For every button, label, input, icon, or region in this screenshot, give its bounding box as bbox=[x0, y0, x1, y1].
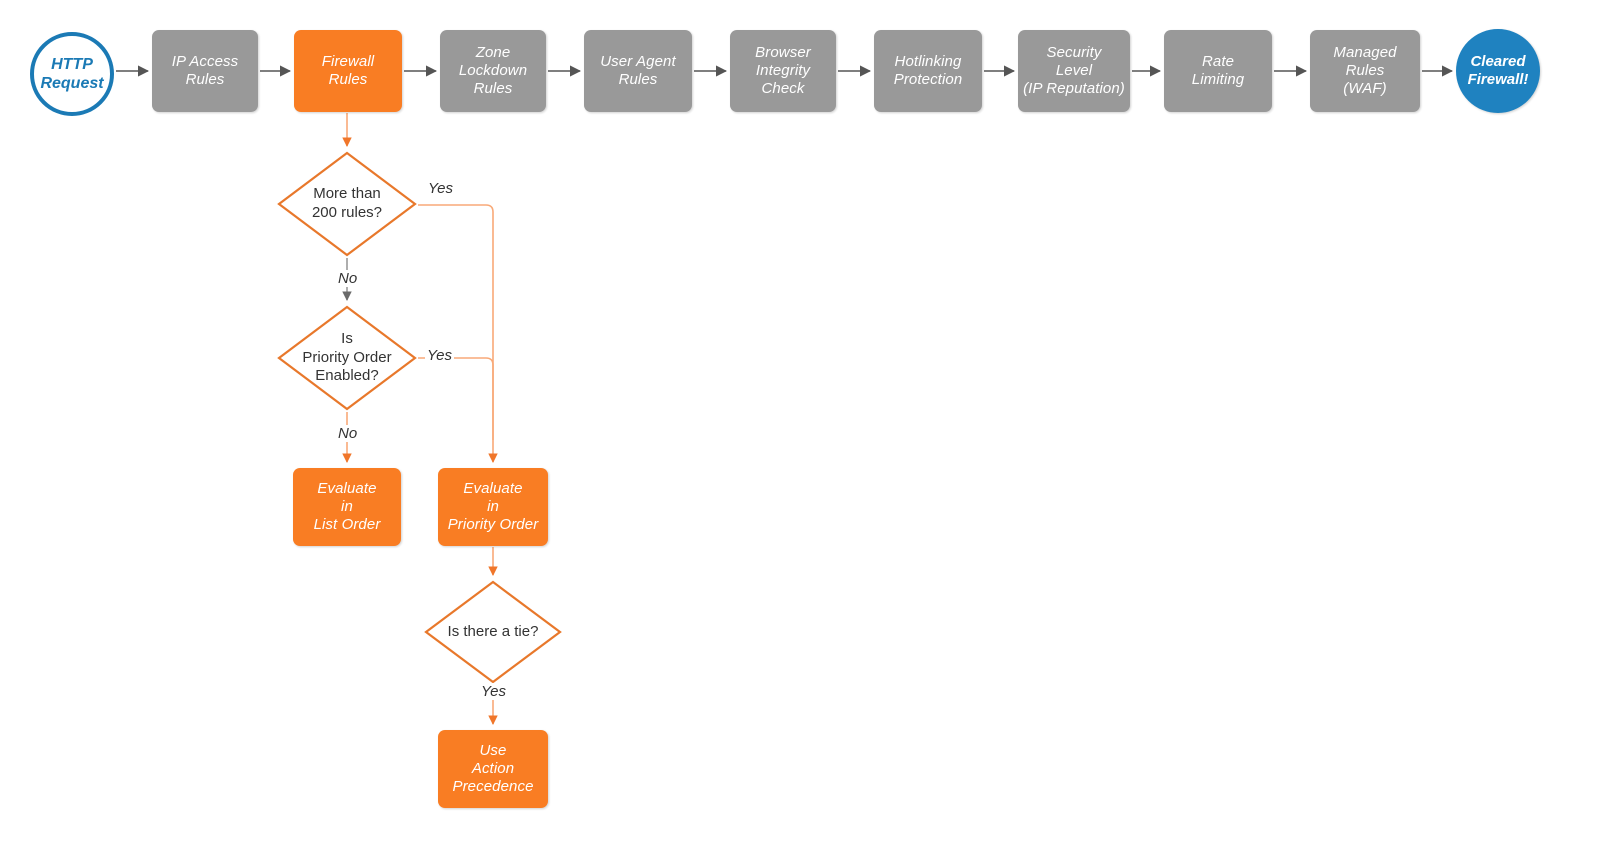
decision-is-there-a-tie[interactable]: Is there a tie? bbox=[424, 580, 562, 684]
node-cleared-firewall[interactable]: Cleared Firewall! bbox=[1456, 29, 1540, 113]
edge-200rules-yes-to-priorityorder-box bbox=[418, 204, 498, 463]
node-evaluate-in-priority-order[interactable]: Evaluate in Priority Order bbox=[438, 468, 548, 546]
node-http-request[interactable]: HTTP Request bbox=[30, 32, 114, 116]
node-evaluate-in-list-order-label: Evaluate in List Order bbox=[313, 479, 381, 534]
decision-more-than-200-rules[interactable]: More than 200 rules? bbox=[277, 151, 417, 257]
node-zone-lockdown-rules[interactable]: Zone Lockdown Rules bbox=[440, 30, 546, 112]
node-use-action-precedence[interactable]: Use Action Precedence bbox=[438, 730, 548, 808]
node-security-level[interactable]: Security Level (IP Reputation) bbox=[1018, 30, 1130, 112]
node-hotlinking-protection-label: Hotlinking Protection bbox=[893, 52, 963, 88]
edge-label-yes-is-there-a-tie: Yes bbox=[479, 683, 509, 700]
node-firewall-rules[interactable]: Firewall Rules bbox=[294, 30, 402, 112]
node-managed-rules-waf-label: Managed Rules (WAF) bbox=[1333, 43, 1397, 98]
node-browser-integrity-check-label: Browser Integrity Check bbox=[755, 43, 811, 98]
node-hotlinking-protection[interactable]: Hotlinking Protection bbox=[874, 30, 982, 112]
node-cleared-firewall-label: Cleared Firewall! bbox=[1467, 53, 1529, 88]
edge-priorityorder-yes-to-priorityorder-box bbox=[418, 357, 494, 440]
node-rate-limiting-label: Rate Limiting bbox=[1191, 52, 1245, 88]
edge-label-yes-priority-order: Yes bbox=[425, 347, 455, 364]
diamond-shape-icon bbox=[424, 580, 562, 684]
node-evaluate-in-priority-order-label: Evaluate in Priority Order bbox=[447, 479, 539, 534]
node-user-agent-rules[interactable]: User Agent Rules bbox=[584, 30, 692, 112]
node-firewall-rules-label: Firewall Rules bbox=[321, 52, 375, 88]
node-zone-lockdown-rules-label: Zone Lockdown Rules bbox=[458, 43, 528, 98]
node-managed-rules-waf[interactable]: Managed Rules (WAF) bbox=[1310, 30, 1420, 112]
decision-is-priority-order-enabled-label: Is Priority Order Enabled? bbox=[302, 329, 392, 385]
decision-more-than-200-rules-label: More than 200 rules? bbox=[311, 185, 383, 221]
diamond-shape-icon bbox=[277, 151, 417, 257]
node-user-agent-rules-label: User Agent Rules bbox=[600, 52, 676, 88]
edge-label-yes-more-than-200: Yes bbox=[426, 180, 456, 197]
node-use-action-precedence-label: Use Action Precedence bbox=[452, 741, 534, 796]
decision-is-there-a-tie-label: Is there a tie? bbox=[447, 622, 539, 640]
node-ip-access-rules[interactable]: IP Access Rules bbox=[152, 30, 258, 112]
node-browser-integrity-check[interactable]: Browser Integrity Check bbox=[730, 30, 836, 112]
node-evaluate-in-list-order[interactable]: Evaluate in List Order bbox=[293, 468, 401, 546]
diamond-shape-icon bbox=[277, 305, 417, 411]
edge-label-no-more-than-200: No bbox=[336, 270, 360, 287]
decision-is-priority-order-enabled[interactable]: Is Priority Order Enabled? bbox=[277, 305, 417, 411]
node-security-level-label: Security Level (IP Reputation) bbox=[1023, 43, 1125, 98]
node-http-request-label: HTTP Request bbox=[40, 55, 104, 92]
edge-label-no-priority-order: No bbox=[336, 425, 360, 442]
node-ip-access-rules-label: IP Access Rules bbox=[171, 52, 239, 88]
node-rate-limiting[interactable]: Rate Limiting bbox=[1164, 30, 1272, 112]
